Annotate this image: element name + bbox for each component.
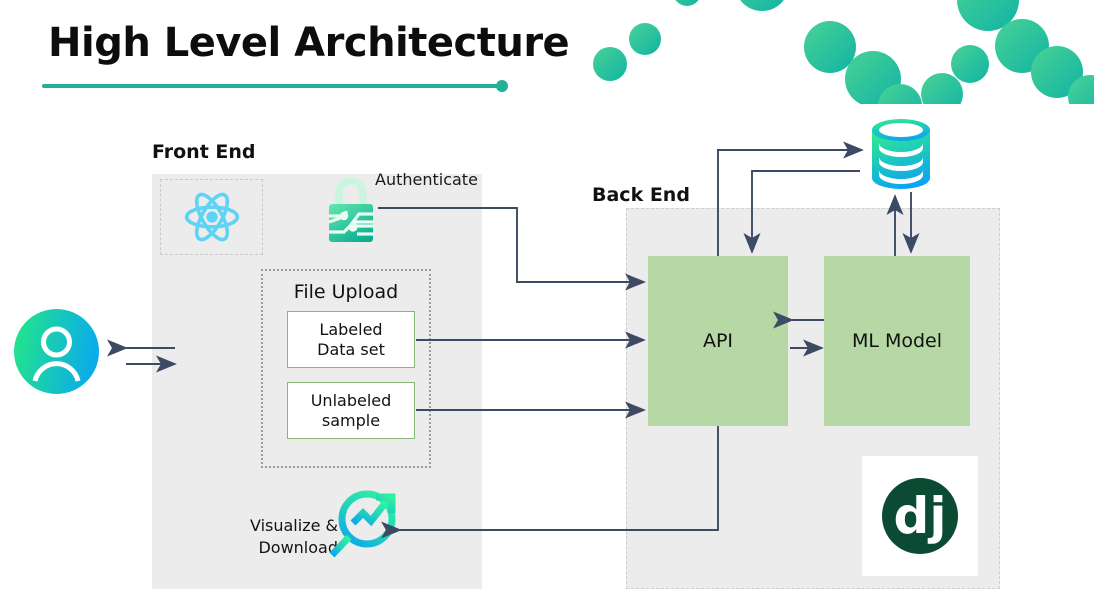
visualize-label-line1: Visualize & [249, 516, 338, 535]
unlabeled-sample-line2: sample [321, 410, 381, 430]
react-logo-container [160, 179, 263, 255]
user-avatar-icon [14, 309, 99, 394]
frontend-section-label: Front End [152, 141, 256, 163]
page-title: High Level Architecture [48, 20, 570, 66]
authenticate-label: Authenticate [375, 170, 478, 189]
title-underline [42, 84, 502, 88]
title-underline-dot [496, 80, 508, 92]
file-upload-title: File Upload [293, 281, 399, 303]
unlabeled-sample-line1: Unlabeled [310, 390, 392, 410]
react-atom-icon [184, 192, 239, 242]
visualize-download-label: Visualize & Download [222, 515, 338, 558]
django-logo-text: dj [894, 487, 947, 545]
api-box[interactable]: API [648, 256, 788, 426]
unlabeled-sample-box[interactable]: Unlabeled sample [287, 382, 415, 439]
ml-model-box[interactable]: ML Model [824, 256, 970, 426]
api-box-label: API [702, 330, 734, 352]
lock-security-icon [326, 176, 376, 244]
visualize-label-line2: Download [258, 537, 338, 557]
network-nodes-decoration [570, 0, 1094, 104]
backend-section-label: Back End [592, 184, 690, 206]
database-cylinder-icon [866, 118, 936, 190]
magnifier-trend-icon [326, 485, 402, 567]
django-logo: dj [862, 456, 978, 576]
labeled-data-set-line2: Data set [317, 339, 385, 359]
labeled-data-set-box[interactable]: Labeled Data set [287, 311, 415, 368]
labeled-data-set-line1: Labeled [319, 319, 383, 339]
ml-model-box-label: ML Model [851, 330, 943, 352]
file-upload-group: File Upload [261, 269, 431, 468]
